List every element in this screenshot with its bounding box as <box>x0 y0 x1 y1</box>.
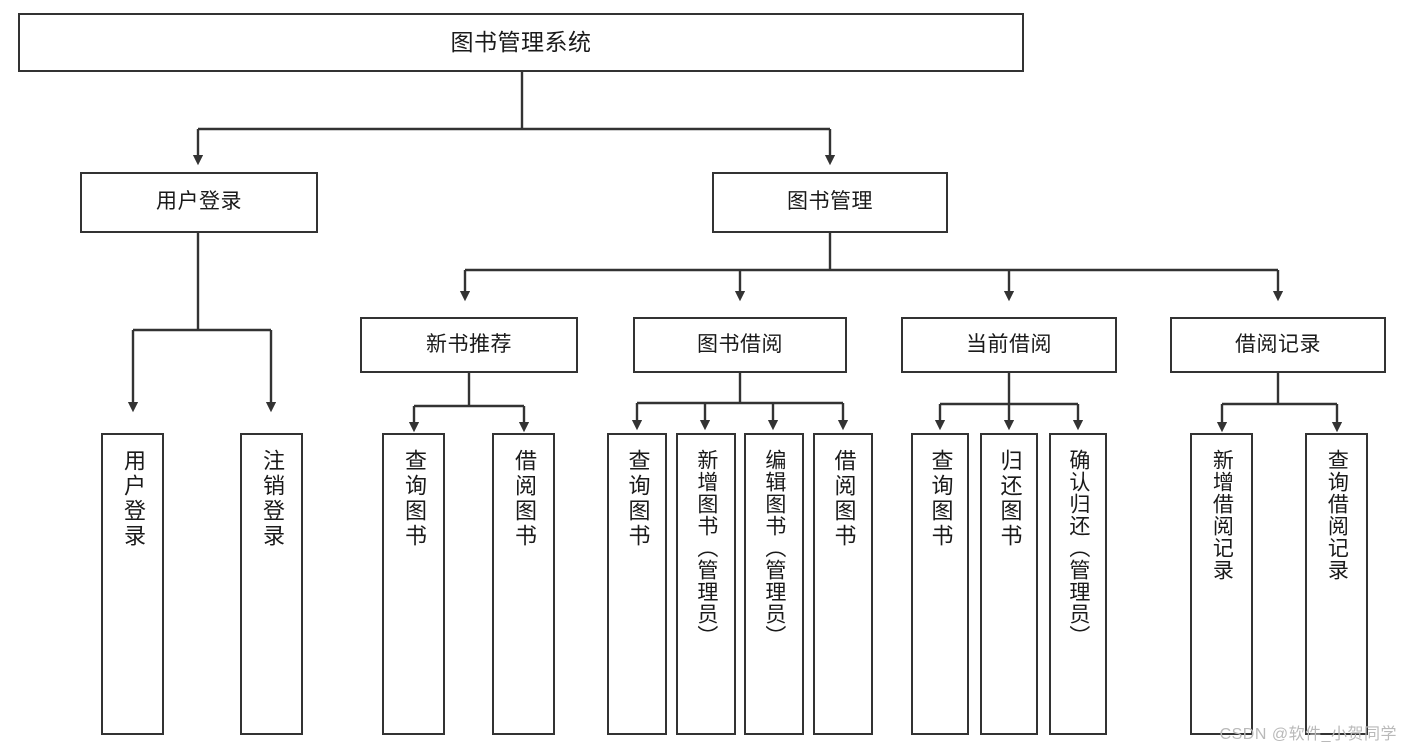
node-book-management-label: 图书管理 <box>787 190 873 214</box>
node-book-borrow[interactable]: 图书借阅 <box>633 317 847 373</box>
leaf-query-book-borrow-label: 查询图书 <box>625 449 651 549</box>
leaf-return-book-label: 归还图书 <box>997 449 1023 549</box>
leaf-user-login[interactable]: 用户登录 <box>101 433 164 735</box>
leaf-logout-label: 注销登录 <box>259 449 285 549</box>
leaf-query-book-newbook[interactable]: 查询图书 <box>382 433 445 735</box>
leaf-query-book-borrow[interactable]: 查询图书 <box>607 433 667 735</box>
leaf-edit-book-admin-label: 编辑图书（管理员） <box>762 449 786 647</box>
leaf-confirm-return-admin[interactable]: 确认归还（管理员） <box>1049 433 1107 735</box>
leaf-query-borrow-record-label: 查询借阅记录 <box>1325 449 1349 581</box>
leaf-add-book-admin-label: 新增图书（管理员） <box>694 449 718 647</box>
leaf-borrow-book-borrow[interactable]: 借阅图书 <box>813 433 873 735</box>
leaf-edit-book-admin[interactable]: 编辑图书（管理员） <box>744 433 804 735</box>
node-user-login-label: 用户登录 <box>156 190 242 214</box>
leaf-query-borrow-record[interactable]: 查询借阅记录 <box>1305 433 1368 735</box>
leaf-add-book-admin[interactable]: 新增图书（管理员） <box>676 433 736 735</box>
node-borrow-record[interactable]: 借阅记录 <box>1170 317 1386 373</box>
leaf-return-book[interactable]: 归还图书 <box>980 433 1038 735</box>
leaf-borrow-book-newbook[interactable]: 借阅图书 <box>492 433 555 735</box>
leaf-add-borrow-record-label: 新增借阅记录 <box>1210 449 1234 581</box>
node-user-login[interactable]: 用户登录 <box>80 172 318 233</box>
node-current-borrow-label: 当前借阅 <box>966 332 1052 356</box>
leaf-query-book-newbook-label: 查询图书 <box>401 449 427 549</box>
node-book-borrow-label: 图书借阅 <box>697 332 783 356</box>
leaf-add-borrow-record[interactable]: 新增借阅记录 <box>1190 433 1253 735</box>
node-book-management[interactable]: 图书管理 <box>712 172 948 233</box>
leaf-logout[interactable]: 注销登录 <box>240 433 303 735</box>
leaf-confirm-return-admin-label: 确认归还（管理员） <box>1066 449 1090 647</box>
watermark: CSDN @软件_小贺同学 <box>1219 726 1397 743</box>
node-new-book-recommend[interactable]: 新书推荐 <box>360 317 578 373</box>
node-borrow-record-label: 借阅记录 <box>1235 332 1321 356</box>
leaf-user-login-label: 用户登录 <box>120 449 146 549</box>
node-new-book-recommend-label: 新书推荐 <box>426 332 512 356</box>
leaf-query-book-current[interactable]: 查询图书 <box>911 433 969 735</box>
leaf-borrow-book-borrow-label: 借阅图书 <box>831 449 857 549</box>
leaf-query-book-current-label: 查询图书 <box>928 449 954 549</box>
node-current-borrow[interactable]: 当前借阅 <box>901 317 1117 373</box>
leaf-borrow-book-newbook-label: 借阅图书 <box>511 449 537 549</box>
node-root[interactable]: 图书管理系统 <box>18 13 1024 72</box>
node-root-label: 图书管理系统 <box>450 28 592 55</box>
